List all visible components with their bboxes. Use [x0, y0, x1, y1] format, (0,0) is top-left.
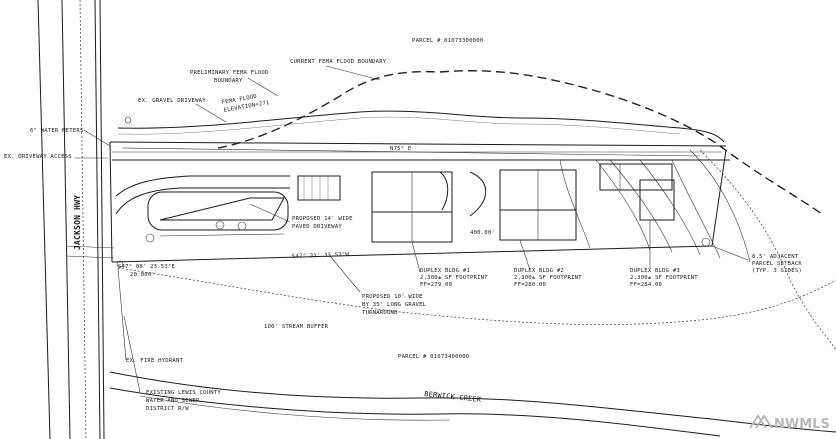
setback-label-line2: PARCEL SETBACK	[752, 261, 802, 267]
water-district-label-line2: WATER AND SEWER	[146, 398, 200, 404]
south-bearing-label: S47° 31' 33.53"W	[292, 252, 350, 260]
preliminary-flood-label-line2: BOUNDARY	[214, 78, 243, 84]
gravel-turnaround-label-line3: TURNAROUND	[362, 310, 398, 316]
building-2-ff: FF=280.00	[514, 282, 546, 288]
fire-hydrant-label: EX. FIRE HYDRANT	[126, 358, 184, 364]
ex-gravel-driveway-label: EX. GRAVEL DRIVEWAY	[138, 98, 206, 104]
property-boundary	[109, 141, 730, 263]
topographic-contours	[559, 149, 836, 351]
proposed-paved-driveway	[115, 175, 290, 243]
building-3-footprint: 2,300± SF FOOTPRINT	[630, 275, 698, 281]
jackson-hwy-road	[37, 0, 115, 439]
setback-label-line1: 8.5' ADJACENT	[752, 254, 799, 260]
jackson-hwy-label: JACKSON HWY	[73, 195, 82, 250]
proposed-paved-driveway-label-line2: PAVED DRIVEWAY	[292, 224, 342, 230]
stream-buffer-label: 100' STREAM BUFFER	[264, 324, 329, 330]
water-meters-label: 6" WATER METERS	[30, 128, 84, 134]
building-footprints	[297, 163, 675, 243]
survey-point-icon	[701, 237, 711, 247]
bearing-dimension-label: S47° 08' 23.53"E	[118, 264, 176, 270]
stream-buffer-line	[117, 267, 836, 325]
building-3-ff: FF=284.00	[630, 282, 662, 288]
proposed-paved-driveway-label-line1: PROPOSED 14' WIDE	[292, 216, 353, 222]
hydrant-icon	[116, 260, 124, 268]
south-distance-label: 400.00'	[470, 230, 495, 236]
leader-lines	[74, 65, 749, 393]
gravel-turnaround-label-line1: PROPOSED 10' WIDE	[362, 294, 423, 300]
current-flood-label-line1: CURRENT FEMA FLOOD BOUNDARY	[290, 59, 387, 65]
berwick-creek-lines	[109, 371, 836, 437]
parcel-north-label: PARCEL # 01073300000	[412, 38, 483, 44]
current-fema-flood-boundary-line	[217, 70, 823, 215]
building-2-footprint: 2,300± SF FOOTPRINT	[514, 275, 582, 281]
preliminary-flood-boundary-line	[117, 110, 725, 143]
building-3-name: DUPLEX BLDG #3	[630, 268, 680, 274]
building-1-name: DUPLEX BLDG #1	[420, 268, 470, 274]
setback-label-line3: (TYP. 3 SIDES)	[752, 268, 802, 274]
parcel-south-label: PARCEL # 01073400000	[398, 354, 469, 360]
building-2-name: DUPLEX BLDG #2	[514, 268, 564, 274]
berwick-creek-label: BERWICK CREEK	[424, 390, 482, 404]
building-1-footprint: 2,300± SF FOOTPRINT	[420, 275, 488, 281]
gravel-turnaround-label-line2: BY 35' LONG GRAVEL	[362, 302, 427, 308]
ex-driveway-label: EX. DRIVEWAY ACCESS	[4, 154, 72, 160]
water-district-label-line1: EXISTING LEWIS COUNTY	[146, 390, 221, 396]
nwmls-logo-icon	[749, 414, 773, 429]
water-meter-icon	[124, 116, 132, 124]
nwmls-watermark: NWMLS	[749, 414, 830, 432]
preliminary-flood-label-line1: PRELIMINARY FEMA FLOOD	[190, 70, 269, 76]
nwmls-watermark-text: NWMLS	[774, 417, 830, 432]
building-1-ff: FF=279.00	[420, 282, 452, 288]
north-bearing-label: N75° E	[390, 146, 412, 152]
distance-dimension-label: 20.000'	[130, 272, 155, 278]
water-district-label-line3: DISTRICT R/W	[146, 406, 189, 412]
